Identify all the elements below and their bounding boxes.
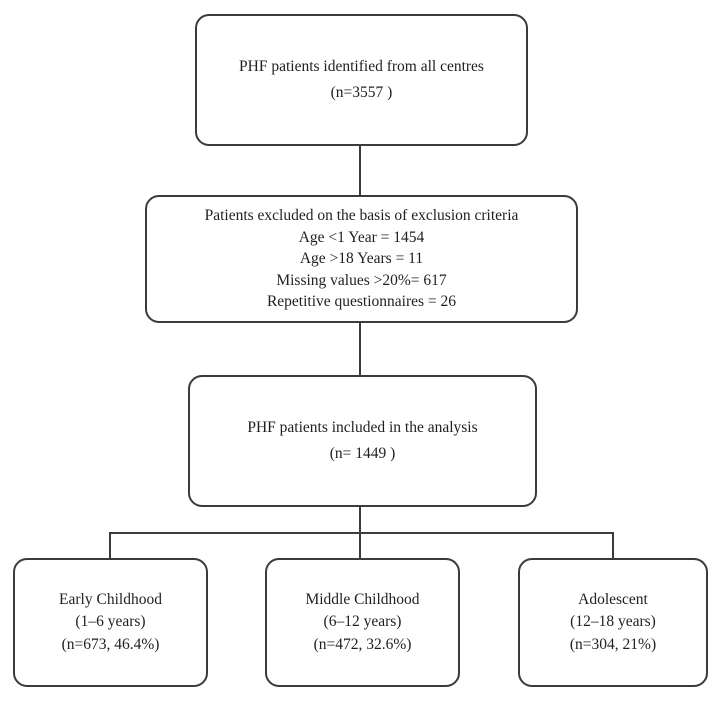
box-text-line: PHF patients identified from all centres (239, 58, 484, 75)
box-text-line: (n=304, 21%) (569, 635, 657, 653)
box-text-line: (n=3557 ) (330, 84, 393, 101)
box-text-line: (6–12 years) (323, 613, 402, 631)
flow-box-identified: PHF patients identified from all centres… (195, 14, 528, 146)
box-text-line: (n= 1449 ) (329, 445, 396, 462)
connector-branch-right (612, 532, 614, 558)
box-text-line: Repetitive questionnaires = 26 (266, 293, 457, 311)
flow-box-included: PHF patients included in the analysis (n… (188, 375, 537, 507)
connector-excluded-to-included (359, 323, 361, 375)
box-text-line: (n=673, 46.4%) (61, 635, 160, 653)
box-text-line: Age <1 Year = 1454 (298, 228, 425, 246)
connector-branch-mid (359, 532, 361, 558)
box-text-line: Missing values >20%= 617 (276, 271, 447, 289)
connector-identified-to-excluded (359, 146, 361, 195)
box-text-line: Age >18 Years = 11 (299, 250, 424, 268)
flow-box-adolescent: Adolescent (12–18 years) (n=304, 21%) (518, 558, 708, 687)
flow-box-early-childhood: Early Childhood (1–6 years) (n=673, 46.4… (13, 558, 208, 687)
box-text-line: (12–18 years) (570, 613, 656, 631)
box-text-line: PHF patients included in the analysis (247, 419, 478, 436)
flow-box-excluded: Patients excluded on the basis of exclus… (145, 195, 578, 323)
connector-branch-stem (359, 507, 361, 534)
connector-branch-bar (109, 532, 614, 534)
flow-box-middle-childhood: Middle Childhood (6–12 years) (n=472, 32… (265, 558, 460, 687)
box-text-line: (1–6 years) (75, 613, 146, 631)
box-text-line: Patients excluded on the basis of exclus… (204, 207, 519, 225)
box-text-line: (n=472, 32.6%) (313, 635, 412, 653)
box-text-line: Adolescent (578, 590, 648, 608)
connector-branch-left (109, 532, 111, 558)
box-text-line: Middle Childhood (305, 590, 420, 608)
box-text-line: Early Childhood (59, 590, 162, 608)
